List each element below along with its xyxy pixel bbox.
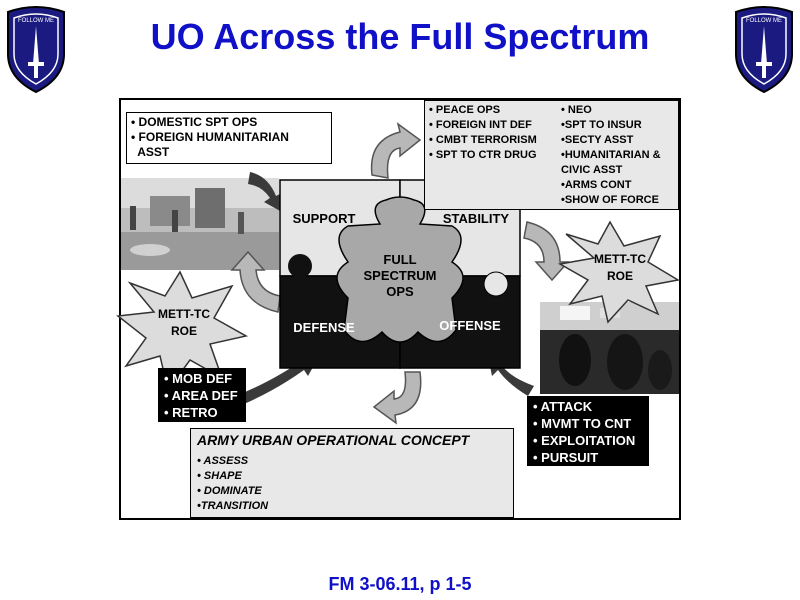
list-item: •SHOW OF FORCE [561,194,659,206]
center-label: FULL SPECTRUM OPS [363,252,437,299]
list-item: • DOMESTIC SPT OPS [131,115,258,129]
arrow-top [370,122,422,179]
list-item: • DOMINATE [197,485,262,497]
defense-label: DEFENSE [293,320,355,335]
list-item: • SPT TO CTR DRUG [429,149,537,161]
stability-operations-list: • PEACE OPS • FOREIGN INT DEF • CMBT TER… [424,100,679,210]
offense-label: OFFENSE [439,318,501,333]
infantry-logo-left: FOLLOW ME [7,6,65,94]
urban-operational-concept: ARMY URBAN OPERATIONAL CONCEPT • ASSESS … [190,428,514,518]
puzzle-center [336,196,464,343]
list-item: •TRANSITION [197,500,269,512]
svg-text:FOLLOW ME: FOLLOW ME [18,18,54,24]
list-item: ASST [131,145,170,159]
support-operations-list: • DOMESTIC SPT OPS • FOREIGN HUMANITARIA… [126,112,332,164]
list-item: • AREA DEF [164,388,238,403]
list-item: • FOREIGN INT DEF [429,119,532,131]
list-item: •SECTY ASST [561,134,634,146]
list-item: •HUMANITARIAN & [561,149,661,161]
list-item: • ASSESS [197,455,249,467]
list-item: • SHAPE [197,470,242,482]
photo-support-operations [121,178,279,270]
support-label: SUPPORT [292,211,356,226]
list-item: • PEACE OPS [429,104,501,116]
list-item: • MVMT TO CNT [533,416,632,431]
arrow-right [523,221,570,282]
list-item: CIVIC ASST [561,164,623,176]
list-item: •ARMS CONT [561,179,632,191]
stability-label: STABILITY [442,211,510,226]
list-item: • FOREIGN HUMANITARIAN [131,130,289,144]
list-item: • MOB DEF [164,371,233,386]
list-item: •SPT TO INSUR [561,119,642,131]
concept-title: ARMY URBAN OPERATIONAL CONCEPT [197,432,470,448]
list-item: • PURSUIT [533,450,599,465]
offense-operations-list: • ATTACK • MVMT TO CNT • EXPLOITATION • … [527,396,649,466]
reference-footer: FM 3-06.11, p 1-5 [328,574,472,594]
arrow-bottom [372,371,422,425]
list-item: • ATTACK [533,399,593,414]
puzzle [279,179,521,369]
svg-text:FOLLOW ME: FOLLOW ME [746,18,782,24]
list-item: • NEO [561,104,592,116]
starburst-right [557,220,681,324]
list-item: • CMBT TERRORISM [429,134,537,146]
list-item: • EXPLOITATION [533,433,636,448]
list-item: • RETRO [164,405,218,420]
infantry-logo-right: FOLLOW ME [735,6,793,94]
page-title: UO Across the Full Spectrum [150,16,650,57]
defense-operations-list: • MOB DEF • AREA DEF • RETRO [158,368,246,422]
cycle-arrows [230,122,570,425]
arrow-left [230,250,281,313]
